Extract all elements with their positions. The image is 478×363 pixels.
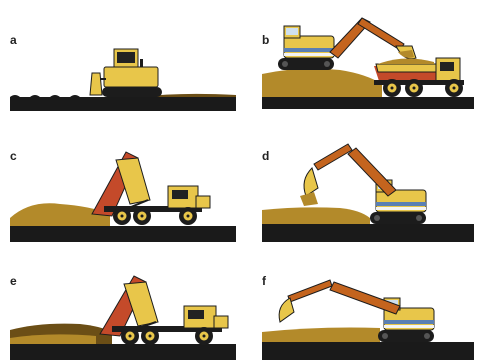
panel-d: d [262,144,474,242]
bulldozer [90,49,162,97]
ground-e [10,344,236,360]
dump-truck-e [100,276,228,345]
ground-f [262,342,474,360]
ground-a [10,97,236,111]
panel-label-e: e [10,274,17,288]
panel-label-a: a [10,33,17,47]
panel-f: f [262,274,474,360]
ground-d [262,224,474,242]
panel-label-d: d [262,149,269,163]
panel-c: c [10,149,236,242]
panel-e: e [10,274,236,360]
panel-a: a [10,33,236,111]
soil-layer-d [262,207,370,224]
ground-b [262,97,474,109]
panel-label-b: b [262,33,269,47]
dump-truck-b [374,58,464,97]
panel-b: b [262,18,474,109]
panel-label-c: c [10,149,17,163]
dump-truck-c [92,152,210,225]
soil-layer-f [262,328,380,343]
panel-label-f: f [262,274,267,288]
soil-mound-b [262,69,382,97]
ground-c [10,226,236,242]
